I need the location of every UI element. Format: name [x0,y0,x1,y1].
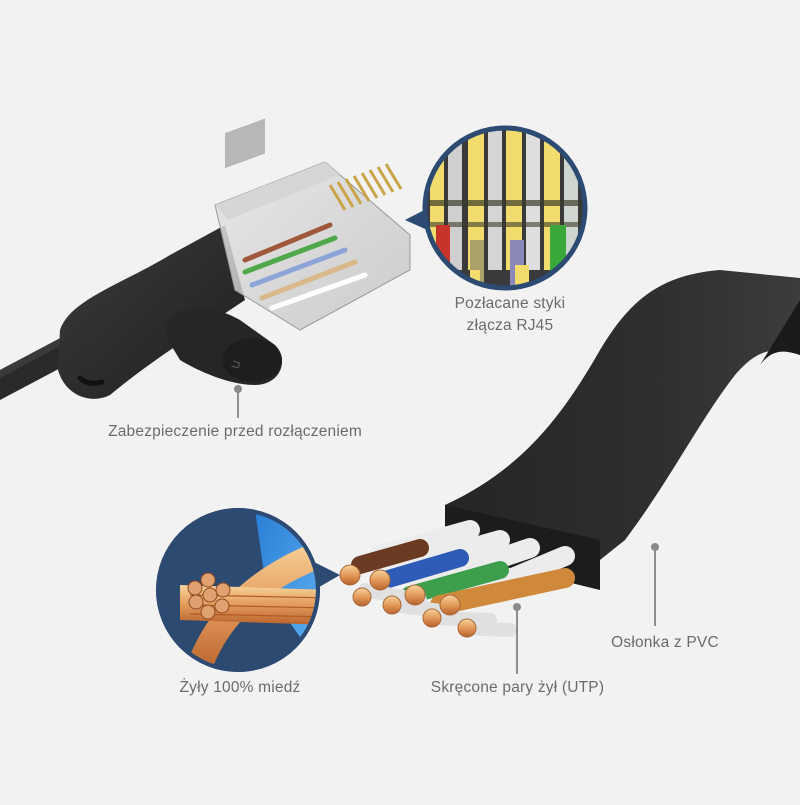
label-pvc-jacket: Osłonka z PVC [611,634,719,651]
connector-boot: u [58,225,283,399]
leader-line-pairs [516,608,518,674]
callout-pointer [314,562,340,590]
label-copper-cores: Żyły 100% miedź [179,679,301,696]
gold-pins-magnifier [422,125,588,291]
copper-magnifier [156,508,320,672]
leader-dot-latch [234,385,242,393]
label-twisted-pairs: Skręcone pary żył (UTP) [430,679,605,696]
leader-line-latch [237,390,239,418]
rj45-plug [214,118,411,331]
leader-dot-jacket [651,543,659,551]
label-gold-contacts-line2: złącza RJ45 [466,317,554,334]
leader-line-jacket [654,548,656,626]
label-gold-contacts: Pozłacane styki złącza RJ45 [420,293,600,337]
label-gold-contacts-line1: Pozłacane styki [454,295,566,312]
leader-dot-pairs [513,603,521,611]
twisted-pairs [339,520,575,638]
label-anti-disconnect: Zabezpieczenie przed rozłączeniem [108,423,362,440]
